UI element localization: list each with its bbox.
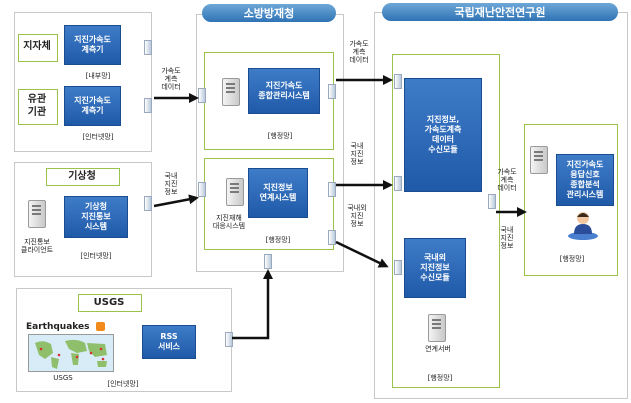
arrow-kma-to-nema — [153, 194, 199, 208]
flow-label-4: 국내 지진 정보 — [350, 142, 364, 166]
kma-client-server-icon — [28, 200, 46, 228]
usgs-network-label: [인터넷망] — [107, 380, 139, 388]
flow-label-7: 국내 지진 정보 — [500, 226, 514, 250]
local-port-2 — [144, 98, 152, 113]
kma-network-label: [인터넷망] — [80, 252, 112, 260]
rss-icon — [96, 322, 105, 331]
nema-linkage-system: 지진정보 연계시스템 — [248, 168, 308, 218]
ndmi-server-icon — [428, 314, 446, 342]
ndmi-server-label: 연계서버 — [425, 345, 451, 353]
nema-server-icon-1 — [222, 78, 240, 106]
arrow-usgs-to-nema — [232, 269, 273, 340]
ndmi-header: 국립재난안전연구원 — [382, 3, 618, 21]
nema-server-icon-2 — [226, 178, 244, 206]
analysis-system: 지진가속도 응답신호 종합분석 관리시스템 — [556, 154, 614, 206]
nema-header: 소방방재청 — [202, 4, 336, 22]
earthquakes-heading: Earthquakes — [26, 322, 90, 332]
ndmi-network-label: [행정망] — [427, 374, 453, 382]
nema-network-label-2: [행정망] — [265, 236, 291, 244]
nema-port-3 — [198, 182, 206, 197]
ndmi-port-1 — [394, 74, 402, 89]
usgs-title: USGS — [93, 297, 125, 308]
analysis-network-label: [행정망] — [559, 255, 585, 263]
ndmi-port-4 — [488, 194, 496, 209]
ndmi-receive-module-2: 국내외 지진정보 수신모듈 — [404, 238, 466, 298]
usgs-title-box — [78, 294, 142, 312]
nema-port-4 — [328, 182, 336, 197]
nema-port-6 — [264, 254, 272, 269]
gov-accelerometer: 지진가속도 계측기 — [64, 25, 121, 65]
usgs-port — [225, 332, 233, 347]
inst-accelerometer: 지진가속도 계측기 — [64, 86, 121, 126]
kma-client-label: 지진통보 클라이언트 — [20, 238, 54, 254]
kma-notification-system: 기상청 지진통보 시스템 — [64, 196, 128, 238]
inst-label: 유관 기관 — [27, 94, 47, 118]
usgs-map-label: USGS — [53, 374, 73, 382]
analysis-server-icon — [530, 146, 548, 174]
gov-label-box — [18, 34, 58, 62]
kma-title: 기상청 — [68, 171, 96, 182]
operator-icon — [566, 208, 600, 240]
rss-service: RSS 서비스 — [142, 325, 196, 359]
gov-network-label: [내부망] — [85, 72, 111, 80]
arrow-nema-to-ndmi-3 — [335, 240, 389, 268]
nema-port-2 — [328, 84, 336, 99]
flow-label-1: 가속도 계측 데이터 — [161, 67, 181, 91]
kma-port — [144, 196, 152, 211]
kma-title-box — [46, 168, 120, 186]
local-port-1 — [144, 40, 152, 55]
flow-label-6: 가속도 계측 데이터 — [497, 168, 517, 192]
flow-label-2: 국내 지진 정보 — [164, 172, 178, 196]
inst-network-label: [인터넷망] — [82, 133, 114, 141]
ndmi-port-3 — [394, 260, 402, 275]
inst-label-box — [18, 89, 58, 125]
nema-response-label: 지진재해 대응시스템 — [212, 214, 246, 230]
world-map-image — [28, 334, 114, 372]
ndmi-port-2 — [394, 176, 402, 191]
nema-port-5 — [328, 230, 336, 245]
ndmi-receive-module-1: 지진정보, 가속도계측 데이터 수신모듈 — [404, 78, 482, 192]
gov-label: 지자체 — [23, 41, 51, 52]
nema-accel-management-system: 지진가속도 종합관리시스템 — [248, 68, 320, 114]
nema-network-label-1: [행정망] — [267, 132, 293, 140]
flow-label-5: 국내외 지진 정보 — [347, 204, 367, 228]
flow-label-3: 가속도 계측 데이터 — [349, 40, 369, 64]
